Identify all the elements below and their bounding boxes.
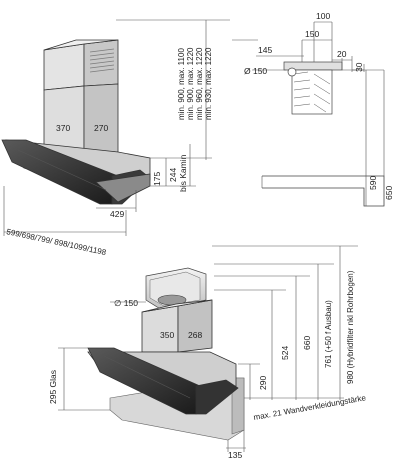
bottom-dimension-lines	[58, 245, 358, 452]
duct-opening	[287, 67, 297, 77]
bottom-chimney-top	[141, 299, 213, 313]
vent-slots	[89, 48, 115, 73]
label-wall-note: max. 21 Wandverkleidungstärke	[253, 393, 367, 422]
label-650: 650	[384, 186, 394, 200]
label-270: 270	[94, 123, 108, 133]
label-145: 145	[258, 45, 272, 55]
label-244: 244	[168, 168, 178, 182]
side-dimension-lines	[252, 21, 385, 206]
label-175: 175	[152, 172, 162, 186]
label-761: 761 (+50 f Ausbau)	[324, 300, 333, 368]
duct-hatch	[293, 71, 331, 113]
label-295-glas: 295 Glas	[48, 370, 58, 404]
label-diam-150-bottom: ∅ 150	[114, 298, 138, 308]
top-hood-drawing	[1, 39, 151, 205]
label-290: 290	[258, 376, 268, 390]
chimney-height-2: min. 900, max. 1220	[186, 47, 195, 120]
label-20: 20	[337, 49, 347, 59]
top-dimension-lines	[3, 19, 230, 236]
label-980: 980 (Hybridfilter nkl Rohrbogen)	[346, 270, 355, 384]
label-429: 429	[110, 209, 124, 219]
lower-chimney-side	[83, 83, 119, 153]
label-diam-150-side: Ø 150	[244, 66, 267, 76]
bottom-hood-drawing	[87, 267, 245, 441]
label-370: 370	[56, 123, 70, 133]
side-section-drawing	[232, 39, 385, 207]
label-bis-kamin: bis Kamin	[178, 154, 188, 192]
label-150-top: 150	[305, 29, 319, 39]
bottom-hood-glass-right	[195, 379, 239, 415]
label-590: 590	[368, 176, 378, 190]
bottom-chimney-side	[177, 299, 213, 353]
lower-chimney-front	[43, 85, 85, 153]
upper-chimney-top	[43, 39, 119, 51]
label-660: 660	[302, 336, 312, 350]
bottom-chimney-front	[141, 305, 179, 353]
label-100: 100	[316, 11, 330, 21]
chimney-height-3: min. 960, max. 1220	[195, 47, 204, 120]
upper-chimney-side	[83, 39, 119, 87]
chimney-height-1: min. 900, max. 1100	[177, 48, 186, 120]
upper-chimney-front	[43, 43, 85, 91]
label-135: 135	[228, 450, 242, 459]
label-524: 524	[280, 346, 290, 360]
label-widths: 599/698/799/ 898/1099/1198	[6, 227, 108, 257]
label-350: 350	[160, 330, 174, 340]
chimney-height-4: min. 930, max. 1220	[204, 47, 213, 120]
label-268: 268	[188, 330, 202, 340]
duct-housing	[291, 69, 333, 115]
label-30: 30	[354, 62, 364, 72]
